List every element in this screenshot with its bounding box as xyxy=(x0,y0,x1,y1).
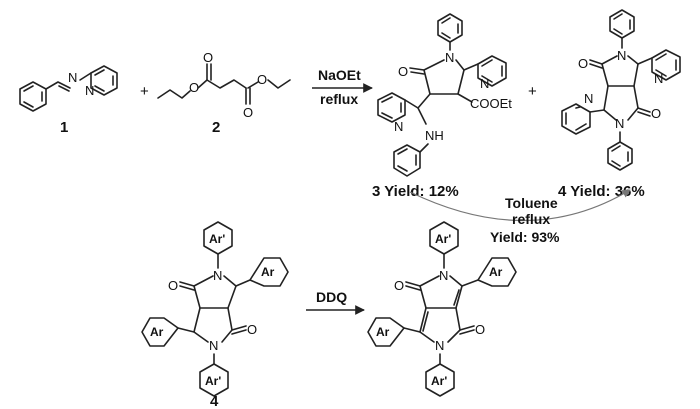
aryl-label: Ar xyxy=(261,265,275,279)
compound-3-structure: N O N COOEt N NH 3 Yield: 12% xyxy=(372,13,512,200)
atom-n: N xyxy=(654,71,663,86)
aryl-label: Ar xyxy=(150,325,164,339)
atom-n: N xyxy=(584,91,593,106)
reagent-naoet: NaOEt xyxy=(318,67,361,83)
generic-compound-4-label: 4 xyxy=(210,393,219,409)
atom-n: N xyxy=(213,268,222,283)
conversion-solvent: Toluene xyxy=(505,195,558,211)
atom-o: O xyxy=(475,322,485,337)
compound-1-structure: N N 1 xyxy=(19,65,118,136)
generic-compound-4-structure: Ar' N O N O Ar Ar Ar' 4 xyxy=(141,221,289,409)
compound-2-label: 2 xyxy=(212,119,220,136)
aryl-prime-label: Ar' xyxy=(205,374,221,388)
aryl-prime-label: Ar' xyxy=(209,232,225,246)
aryl-label: Ar xyxy=(489,265,503,279)
conversion-yield: Yield: 93% xyxy=(490,229,560,245)
atom-o: O xyxy=(189,80,199,95)
atom-o: O xyxy=(398,64,408,79)
atom-n: N xyxy=(615,116,624,131)
atom-n: N xyxy=(617,48,626,63)
plus-sign: + xyxy=(528,83,537,100)
atom-o: O xyxy=(257,72,267,87)
atom-o: O xyxy=(394,278,404,293)
atom-n: N xyxy=(439,268,448,283)
aryl-prime-label: Ar' xyxy=(431,374,447,388)
atom-n: N xyxy=(445,50,454,65)
compound-3-label: 3 Yield: 12% xyxy=(372,183,459,200)
compound-4-structure: N O N O N N 4 Yield: 36% xyxy=(558,9,681,200)
atom-o: O xyxy=(168,278,178,293)
atom-o: O xyxy=(578,56,588,71)
dpp-product-structure: Ar' N O N O Ar Ar Ar' xyxy=(367,221,517,397)
conversion-arrow xyxy=(409,189,631,222)
plus-sign: + xyxy=(140,83,149,100)
aryl-label: Ar xyxy=(376,325,390,339)
aryl-prime-label: Ar' xyxy=(435,232,451,246)
atom-n: N xyxy=(68,70,77,85)
atom-n: N xyxy=(209,338,218,353)
compound-2-structure: O O O O 2 xyxy=(157,50,291,136)
atom-o: O xyxy=(243,105,253,120)
atom-o: O xyxy=(247,322,257,337)
atom-n: N xyxy=(394,119,403,134)
atom-n: N xyxy=(480,76,489,91)
conversion-condition: reflux xyxy=(512,211,550,227)
atom-o: O xyxy=(651,106,661,121)
atom-n: N xyxy=(435,338,444,353)
amine-nh: NH xyxy=(425,128,444,143)
compound-4-label: 4 Yield: 36% xyxy=(558,183,645,200)
compound-1-label: 1 xyxy=(60,119,68,136)
atom-o: O xyxy=(203,50,213,65)
atom-n: N xyxy=(85,83,94,98)
ester-group: COOEt xyxy=(470,96,512,111)
condition-reflux: reflux xyxy=(320,91,358,107)
reagent-ddq: DDQ xyxy=(316,289,347,305)
